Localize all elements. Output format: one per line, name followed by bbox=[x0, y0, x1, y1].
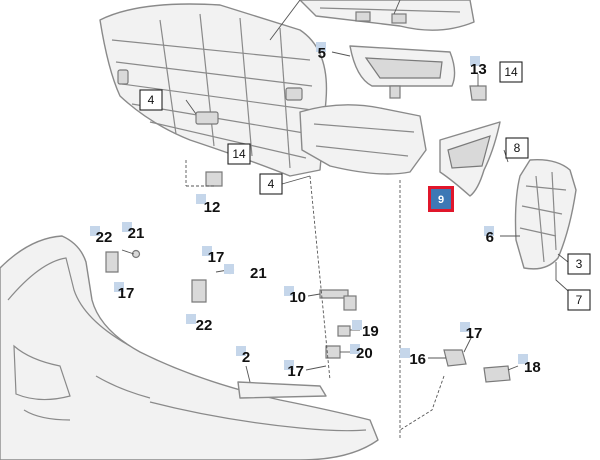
svg-text:7: 7 bbox=[576, 293, 583, 307]
callout-17d: 17 bbox=[466, 325, 483, 342]
svg-text:8: 8 bbox=[514, 141, 521, 155]
callout-3: 3 bbox=[567, 253, 591, 275]
clip-20 bbox=[325, 345, 341, 359]
callout-6: 6 bbox=[486, 229, 494, 246]
callout-21a: 21 bbox=[128, 225, 145, 242]
clip-13 bbox=[469, 85, 487, 101]
callout-18: 18 bbox=[524, 359, 541, 376]
clip-10 bbox=[319, 289, 357, 311]
sensor-18 bbox=[483, 365, 511, 383]
callout-21b: 21 bbox=[250, 265, 267, 282]
mounting-frame bbox=[299, 104, 427, 175]
callout-22b: 22 bbox=[196, 317, 213, 334]
callout-4b: 4 bbox=[259, 173, 283, 195]
callout-20: 20 bbox=[356, 345, 373, 362]
clip-19 bbox=[337, 325, 351, 337]
callout-8: 8 bbox=[505, 137, 529, 159]
bumper-cover bbox=[0, 235, 379, 460]
callout-tabs bbox=[90, 42, 528, 370]
leader-lines bbox=[121, 0, 577, 440]
svg-text:4: 4 bbox=[268, 177, 275, 191]
svg-text:9: 9 bbox=[438, 194, 444, 206]
callout-17a: 17 bbox=[118, 285, 135, 302]
callout-17c: 17 bbox=[287, 363, 304, 380]
screw-21a bbox=[131, 249, 141, 259]
callout-19: 19 bbox=[362, 323, 379, 340]
trim-strip-2 bbox=[237, 381, 327, 399]
radiator-grille bbox=[99, 3, 328, 177]
callout-16: 16 bbox=[409, 351, 426, 368]
svg-text:14: 14 bbox=[232, 147, 246, 161]
upper-trim-strip bbox=[299, 0, 475, 31]
callout-10: 10 bbox=[289, 289, 306, 306]
callout-2: 2 bbox=[242, 349, 250, 366]
callout-12: 12 bbox=[204, 199, 221, 216]
callout-14a: 14 bbox=[499, 61, 523, 83]
callout-13: 13 bbox=[470, 61, 487, 78]
retainer-22a bbox=[105, 251, 119, 273]
sensor-16 bbox=[443, 349, 467, 367]
callout-22a: 22 bbox=[96, 229, 113, 246]
callout-9-highlighted[interactable]: 9 bbox=[428, 186, 454, 212]
svg-text:3: 3 bbox=[576, 257, 583, 271]
callout-7: 7 bbox=[567, 289, 591, 311]
svg-text:4: 4 bbox=[148, 93, 155, 107]
callout-4a: 4 bbox=[139, 89, 163, 111]
callout-14b: 14 bbox=[227, 143, 251, 165]
callout-17b: 17 bbox=[208, 249, 225, 266]
clip-12 bbox=[205, 171, 223, 187]
callout-5: 5 bbox=[318, 45, 326, 62]
side-bracket bbox=[514, 159, 577, 270]
air-guide bbox=[439, 121, 501, 197]
air-duct bbox=[349, 45, 456, 99]
retainer-22b bbox=[191, 279, 207, 303]
svg-text:14: 14 bbox=[504, 65, 518, 79]
